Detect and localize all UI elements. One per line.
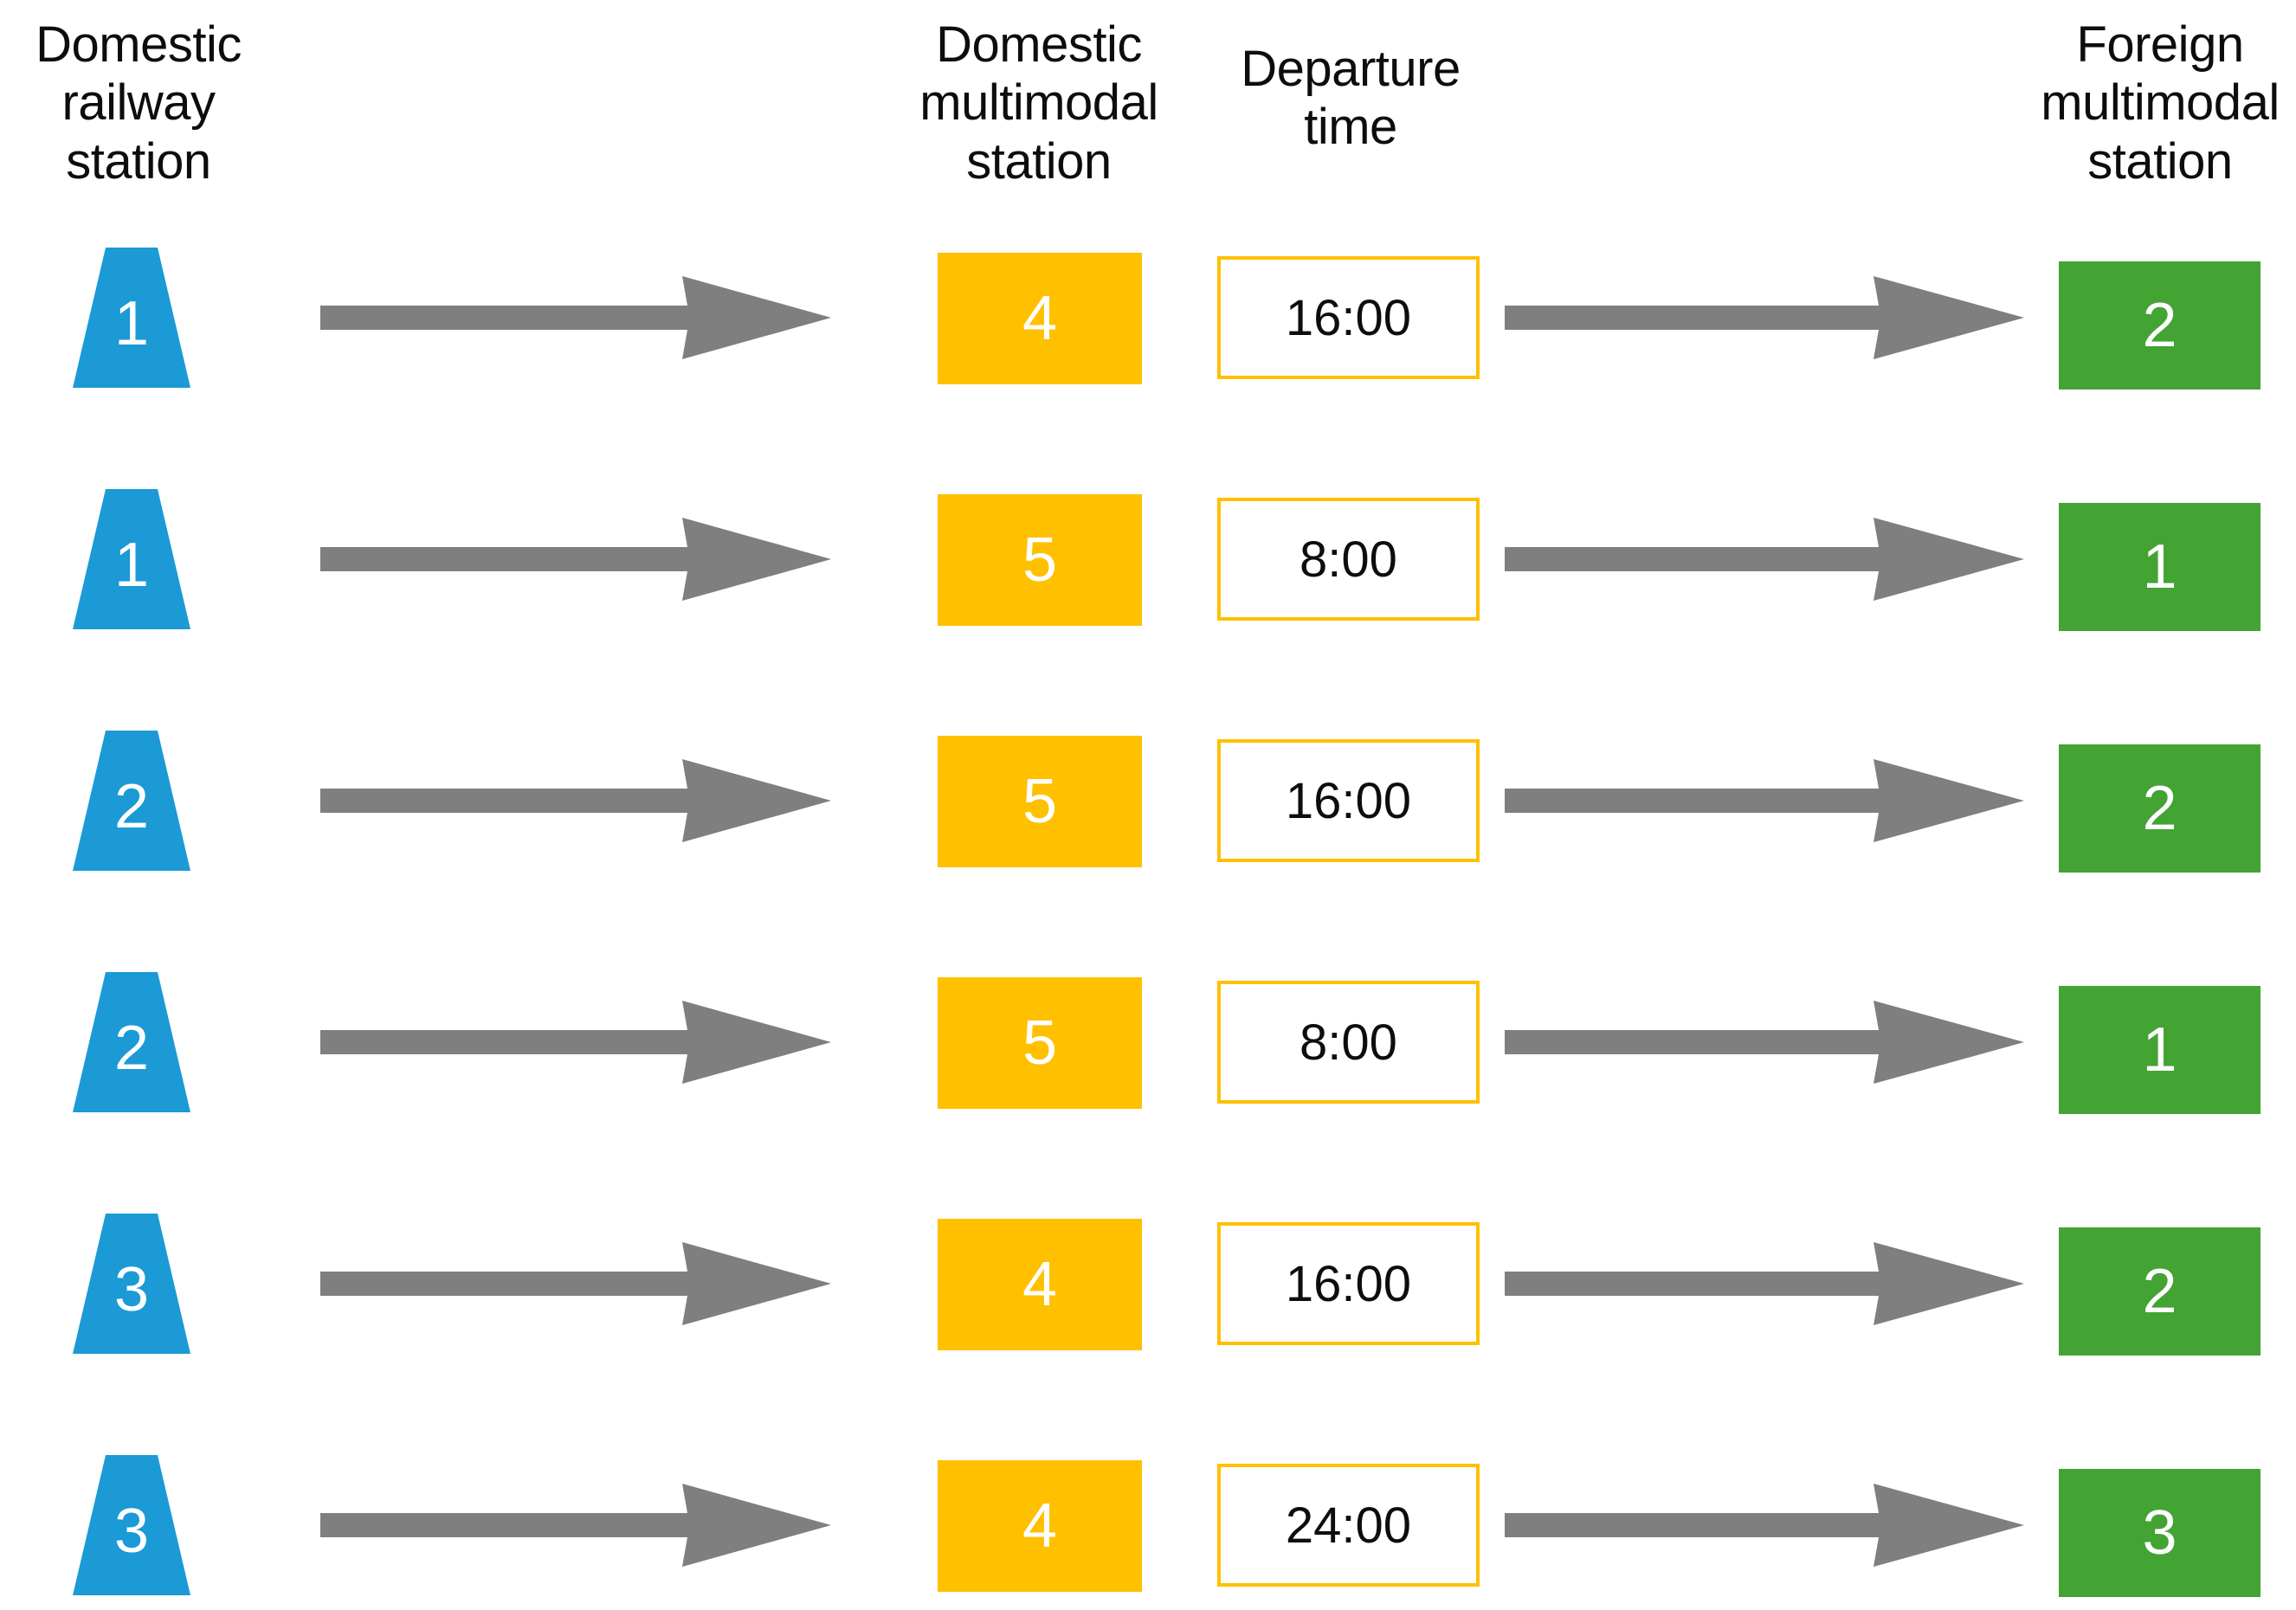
departure-time-node[interactable]: 8:00 xyxy=(1217,981,1480,1104)
foreign-multimodal-station-label: 2 xyxy=(2142,291,2177,360)
foreign-multimodal-station-label: 2 xyxy=(2142,774,2177,843)
domestic-multimodal-station-label: 4 xyxy=(1022,284,1058,353)
arrow-right-icon xyxy=(320,1001,831,1084)
header-line: multimodal xyxy=(2041,74,2280,132)
flow-arrow-rail-to-multimodal xyxy=(320,994,831,1091)
departure-time-label: 24:00 xyxy=(1285,1497,1412,1554)
header-line: Domestic xyxy=(936,16,1142,73)
flow-arrow-multimodal-to-foreign xyxy=(1505,994,2024,1091)
diagram-row-1: 1 4 16:00 2 xyxy=(0,248,2296,395)
diagram-row-3: 2 5 16:00 2 xyxy=(0,731,2296,878)
column-header-domestic-railway-station: Domestic railway station xyxy=(0,16,277,190)
column-header-foreign-multimodal-station: Foreign multimodal station xyxy=(2022,16,2296,190)
departure-time-node[interactable]: 16:00 xyxy=(1217,256,1480,379)
foreign-multimodal-station-node[interactable]: 1 xyxy=(2059,503,2261,631)
departure-time-label: 16:00 xyxy=(1285,289,1412,346)
domestic-railway-station-node[interactable]: 1 xyxy=(73,489,190,629)
domestic-railway-station-node[interactable]: 1 xyxy=(73,248,190,388)
domestic-multimodal-station-label: 4 xyxy=(1022,1250,1058,1319)
flow-arrow-multimodal-to-foreign xyxy=(1505,1235,2024,1332)
foreign-multimodal-station-label: 1 xyxy=(2142,1015,2177,1085)
foreign-multimodal-station-label: 2 xyxy=(2142,1257,2177,1326)
foreign-multimodal-station-node[interactable]: 2 xyxy=(2059,261,2261,390)
trapezoid-station-icon xyxy=(73,489,190,629)
header-line: multimodal xyxy=(919,74,1158,132)
trapezoid-station-icon xyxy=(73,972,190,1112)
arrow-right-icon xyxy=(1505,759,2024,842)
trapezoid-station-icon xyxy=(73,731,190,871)
domestic-multimodal-station-node[interactable]: 4 xyxy=(938,253,1142,384)
domestic-multimodal-station-label: 5 xyxy=(1022,1008,1058,1078)
diagram-row-5: 3 4 16:00 2 xyxy=(0,1214,2296,1361)
flow-arrow-multimodal-to-foreign xyxy=(1505,269,2024,366)
domestic-multimodal-station-label: 5 xyxy=(1022,525,1058,595)
domestic-railway-station-node[interactable]: 3 xyxy=(73,1455,190,1595)
departure-time-label: 16:00 xyxy=(1285,772,1412,829)
domestic-multimodal-station-node[interactable]: 4 xyxy=(938,1460,1142,1592)
arrow-right-icon xyxy=(320,759,831,842)
arrow-right-icon xyxy=(1505,518,2024,601)
foreign-multimodal-station-node[interactable]: 1 xyxy=(2059,986,2261,1114)
departure-time-label: 8:00 xyxy=(1300,1014,1397,1071)
arrow-right-icon xyxy=(1505,1484,2024,1567)
domestic-railway-station-node[interactable]: 3 xyxy=(73,1214,190,1354)
departure-time-node[interactable]: 16:00 xyxy=(1217,1222,1480,1345)
departure-time-label: 8:00 xyxy=(1300,531,1397,588)
flow-arrow-multimodal-to-foreign xyxy=(1505,1477,2024,1574)
departure-time-node[interactable]: 24:00 xyxy=(1217,1464,1480,1587)
trapezoid-station-icon xyxy=(73,1455,190,1595)
domestic-multimodal-station-node[interactable]: 5 xyxy=(938,736,1142,867)
header-line: time xyxy=(1304,99,1397,156)
flow-arrow-rail-to-multimodal xyxy=(320,1477,831,1574)
foreign-multimodal-station-label: 3 xyxy=(2142,1498,2177,1568)
domestic-multimodal-station-label: 4 xyxy=(1022,1491,1058,1561)
header-line: Departure xyxy=(1241,41,1461,97)
arrow-right-icon xyxy=(1505,1242,2024,1325)
domestic-multimodal-station-node[interactable]: 5 xyxy=(938,977,1142,1109)
foreign-multimodal-station-label: 1 xyxy=(2142,532,2177,602)
flow-arrow-rail-to-multimodal xyxy=(320,269,831,366)
domestic-railway-station-node[interactable]: 2 xyxy=(73,972,190,1112)
arrow-right-icon xyxy=(1505,276,2024,359)
trapezoid-station-icon xyxy=(73,248,190,388)
header-line: Foreign xyxy=(2076,16,2244,73)
trapezoid-station-icon xyxy=(73,1214,190,1354)
header-line: station xyxy=(2087,132,2233,190)
departure-time-node[interactable]: 16:00 xyxy=(1217,739,1480,862)
column-header-departure-time: Departure time xyxy=(1216,40,1485,157)
column-header-domestic-multimodal-station: Domestic multimodal station xyxy=(874,16,1203,190)
domestic-multimodal-station-node[interactable]: 4 xyxy=(938,1219,1142,1350)
diagram-row-4: 2 5 8:00 1 xyxy=(0,972,2296,1119)
foreign-multimodal-station-node[interactable]: 2 xyxy=(2059,744,2261,873)
header-line: station xyxy=(66,132,211,190)
flow-arrow-multimodal-to-foreign xyxy=(1505,511,2024,608)
arrow-right-icon xyxy=(320,276,831,359)
header-line: Domestic xyxy=(35,16,242,73)
domestic-multimodal-station-node[interactable]: 5 xyxy=(938,494,1142,626)
diagram-row-2: 1 5 8:00 1 xyxy=(0,489,2296,636)
header-line: station xyxy=(966,132,1112,190)
flow-arrow-rail-to-multimodal xyxy=(320,752,831,849)
arrow-right-icon xyxy=(320,518,831,601)
flow-arrow-rail-to-multimodal xyxy=(320,1235,831,1332)
flow-arrow-rail-to-multimodal xyxy=(320,511,831,608)
domestic-multimodal-station-label: 5 xyxy=(1022,767,1058,836)
foreign-multimodal-station-node[interactable]: 3 xyxy=(2059,1469,2261,1597)
foreign-multimodal-station-node[interactable]: 2 xyxy=(2059,1227,2261,1356)
diagram-row-6: 3 4 24:00 3 xyxy=(0,1455,2296,1602)
flow-arrow-multimodal-to-foreign xyxy=(1505,752,2024,849)
departure-time-label: 16:00 xyxy=(1285,1255,1412,1312)
domestic-railway-station-node[interactable]: 2 xyxy=(73,731,190,871)
departure-time-node[interactable]: 8:00 xyxy=(1217,498,1480,621)
arrow-right-icon xyxy=(1505,1001,2024,1084)
arrow-right-icon xyxy=(320,1242,831,1325)
header-line: railway xyxy=(61,74,216,132)
arrow-right-icon xyxy=(320,1484,831,1567)
